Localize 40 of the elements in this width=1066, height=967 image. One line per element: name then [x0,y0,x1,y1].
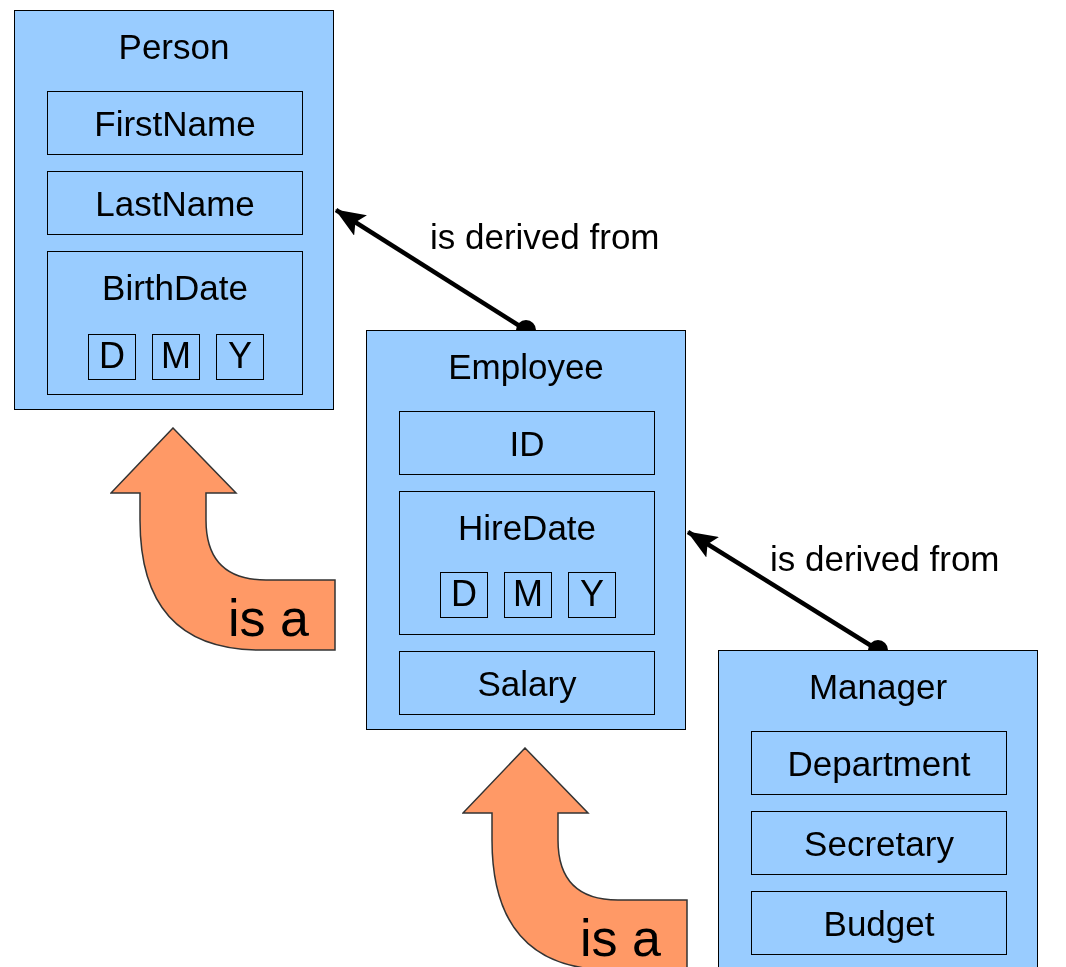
attribute-name: Budget [822,904,936,944]
date-part-box [88,334,136,380]
attribute-box [751,731,1007,795]
edge-label: is derived from [770,538,1000,580]
date-part-label: Y [579,574,605,614]
edge-label: is derived from [430,216,660,258]
attribute-name: Secretary [803,824,955,864]
arrow-label: is a [228,590,309,646]
class-box [14,10,334,410]
attribute-name: FirstName [93,104,257,144]
attribute-box [47,251,303,395]
attribute-name: HireDate [456,508,598,548]
date-part-box [440,572,488,618]
attribute-box [751,811,1007,875]
attribute-name: BirthDate [101,268,249,308]
class-box [366,330,686,730]
date-part-label: D [450,574,478,614]
attribute-box [47,171,303,235]
attribute-name: Department [786,744,972,784]
class-box [718,650,1038,967]
date-part-label: M [160,336,192,376]
date-part-box [152,334,200,380]
arrow-label: is a [580,910,661,966]
date-part-box [568,572,616,618]
date-part-box [216,334,264,380]
date-part-label: D [98,336,126,376]
attribute-box [47,91,303,155]
date-part-label: Y [227,336,253,376]
date-part-label: M [512,574,544,614]
attribute-name: Salary [476,664,578,704]
attribute-box [399,491,655,635]
attribute-name: LastName [94,184,256,224]
attribute-name: ID [508,424,546,464]
class-name: Manager [807,667,949,707]
attribute-box [751,891,1007,955]
attribute-box [399,651,655,715]
class-name: Employee [447,347,605,387]
date-part-box [504,572,552,618]
class-name: Person [117,27,231,67]
attribute-box [399,411,655,475]
